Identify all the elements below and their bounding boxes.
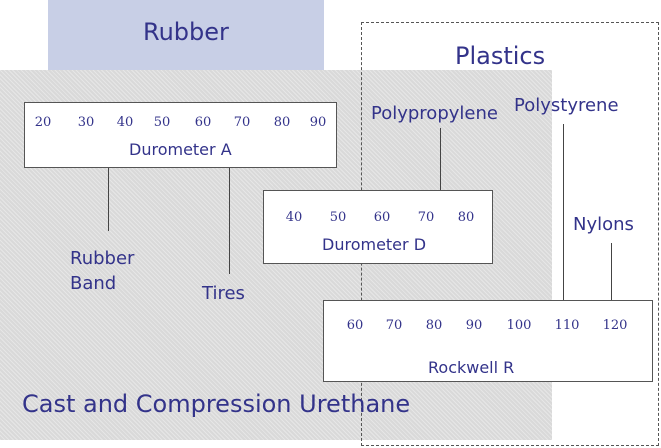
durometer-a-label: Durometer A — [129, 140, 232, 159]
tick-label: 60 — [346, 318, 364, 333]
tick-label: 30 — [77, 115, 95, 130]
tick-label: 70 — [417, 210, 435, 225]
tires-connector — [229, 168, 230, 274]
rubber-region — [48, 0, 324, 72]
tick-label: 40 — [116, 115, 134, 130]
tick-label: 70 — [233, 115, 251, 130]
tick-label: 120 — [602, 318, 628, 333]
rubber-band-connector — [108, 168, 109, 231]
tick-label: 80 — [273, 115, 291, 130]
tick-label: 60 — [194, 115, 212, 130]
tires-label: Tires — [202, 283, 245, 304]
durometer-d-scale: 40 50 60 70 80 Durometer D — [263, 190, 493, 264]
polystyrene-connector — [563, 124, 564, 300]
rubber-band-label-line2: Band — [70, 273, 117, 294]
urethane-title: Cast and Compression Urethane — [22, 390, 411, 418]
durometer-d-label: Durometer D — [322, 235, 427, 254]
tick-label: 40 — [285, 210, 303, 225]
tick-label: 90 — [309, 115, 327, 130]
polypropylene-connector — [440, 128, 441, 190]
tick-label: 70 — [385, 318, 403, 333]
tick-label: 100 — [506, 318, 532, 333]
tick-label: 50 — [329, 210, 347, 225]
rubber-band-label-line1: Rubber — [70, 248, 135, 269]
tick-label: 80 — [457, 210, 475, 225]
rockwell-r-label: Rockwell R — [428, 358, 515, 377]
plastics-title: Plastics — [455, 42, 546, 70]
tick-label: 60 — [373, 210, 391, 225]
rockwell-r-scale: 60 70 80 90 100 110 120 Rockwell R — [323, 300, 653, 382]
tick-label: 50 — [153, 115, 171, 130]
rubber-title: Rubber — [143, 18, 229, 46]
polystyrene-label: Polystyrene — [514, 95, 619, 116]
nylons-connector — [611, 243, 612, 300]
tick-label: 20 — [34, 115, 52, 130]
tick-label: 80 — [425, 318, 443, 333]
durometer-a-scale: 20 30 40 50 60 70 80 90 Durometer A — [24, 102, 337, 168]
tick-label: 90 — [465, 318, 483, 333]
polypropylene-label: Polypropylene — [371, 103, 498, 124]
tick-label: 110 — [554, 318, 580, 333]
nylons-label: Nylons — [573, 214, 634, 235]
